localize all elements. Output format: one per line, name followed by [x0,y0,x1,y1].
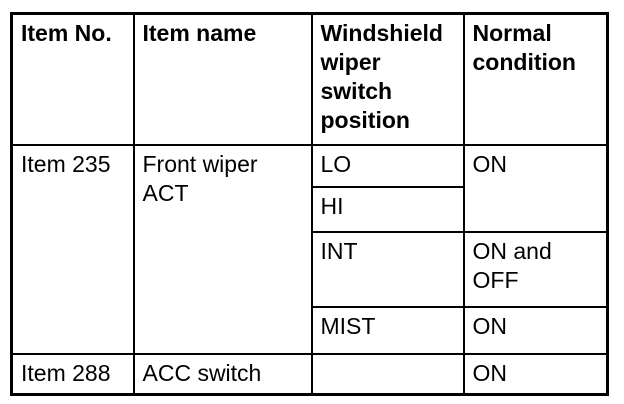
table-row: INT ON and OFF [12,230,609,308]
cell-condition-on-lo-hi: ON [462,143,609,233]
header-item-no: Item No. [10,12,135,146]
table-row: MIST ON [12,305,609,355]
table-row: HI [12,185,608,233]
header-normal-condition: Normal condition [462,12,609,146]
cell-item-no-235: Item 235 [10,143,135,355]
cell-item-name-front-wiper-act: Front wiper ACT [132,143,313,355]
cell-position-hi: HI [310,185,465,233]
cell-item-name-acc-switch: ACC switch [132,352,313,396]
wiper-switch-condition-table: Item No. Item name Windshield wiper swit… [10,12,609,396]
table-header-row: Item No. Item name Windshield wiper swit… [10,12,609,146]
cell-condition-on-and-off: ON and OFF [462,230,609,308]
cell-condition-on-mist: ON [462,305,609,355]
cell-position-lo: LO [310,143,465,188]
cell-condition-on-acc: ON [462,352,609,396]
table-row: Item 288 ACC switch ON [10,352,609,396]
header-item-name: Item name [132,12,313,146]
header-switch-position: Windshield wiper switch position [310,12,465,146]
cell-position-int: INT [310,230,465,308]
cell-position-empty [310,352,465,396]
cell-position-mist: MIST [310,305,465,355]
table-row: Item 235 Front wiper ACT LO ON [10,143,609,355]
cell-item-no-288: Item 288 [10,352,135,396]
